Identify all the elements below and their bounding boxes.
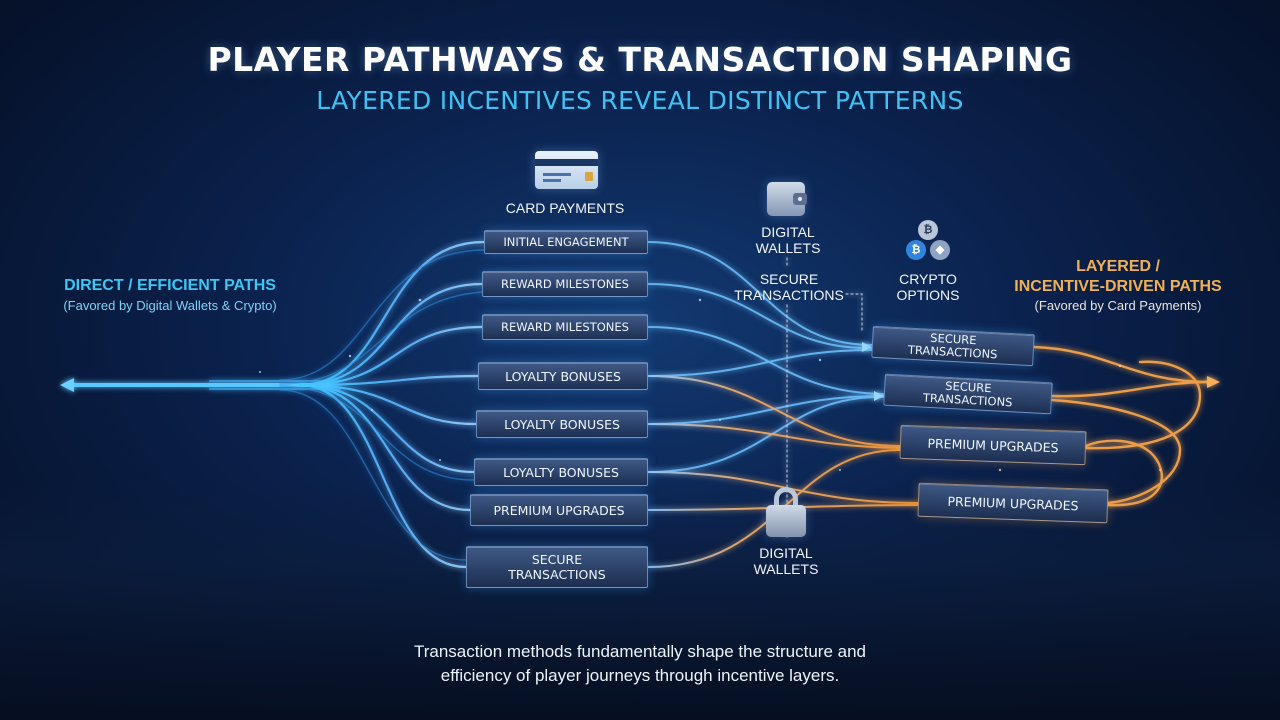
page-title: PLAYER PATHWAYS & TRANSACTION SHAPING — [207, 40, 1073, 79]
label-line: SECURE — [759, 271, 819, 287]
branch-path — [298, 282, 484, 387]
stage-box-premium-upgrades-right: PREMIUM UPGRADES — [899, 424, 1087, 466]
branch-path — [298, 383, 478, 426]
branch-path — [298, 240, 486, 387]
branch-path — [298, 383, 472, 512]
box-line: SECURE — [531, 552, 583, 567]
right-panel-title-line2: INCENTIVE-DRIVEN PATHS — [1014, 278, 1222, 295]
right-panel-title-line1: LAYERED / — [1076, 258, 1160, 275]
branch-path — [279, 249, 485, 381]
loop-path — [1084, 439, 1163, 507]
caption-line: Transaction methods fundamentally shape … — [413, 642, 867, 661]
lock-icon — [766, 487, 806, 537]
stage-box-loyalty-bonuses: LOYALTY BONUSES — [476, 410, 648, 438]
label-line: DIGITAL — [761, 224, 815, 240]
loop-path — [1050, 380, 1212, 398]
box-line: TRANSACTIONS — [922, 390, 1013, 410]
secure-transactions-label: SECURE TRANSACTIONS — [726, 271, 852, 303]
digital-wallets-label-top: DIGITAL WALLETS — [740, 224, 836, 256]
caption-line: efficiency of player journeys through in… — [440, 666, 840, 685]
caption: Transaction methods fundamentally shape … — [340, 640, 940, 688]
label-line: WALLETS — [755, 240, 821, 256]
right-panel-title: LAYERED / INCENTIVE-DRIVEN PATHS — [1000, 257, 1236, 297]
cross-path — [647, 375, 901, 447]
loop-path — [1084, 360, 1202, 450]
digital-wallets-label-bottom: DIGITAL WALLETS — [738, 545, 834, 577]
branch-path — [279, 389, 467, 561]
left-arrowhead — [60, 378, 74, 392]
stage-box-secure-transactions: SECURE TRANSACTIONS — [466, 546, 648, 588]
stage-box-reward-milestones: REWARD MILESTONES — [482, 271, 648, 297]
page-subtitle: LAYERED INCENTIVES REVEAL DISTINCT PATTE… — [316, 86, 964, 115]
bitcoin-coin-icon: ₿ — [918, 220, 938, 240]
loop-path — [1050, 398, 1182, 505]
branch-path — [279, 291, 483, 385]
loop-path — [1032, 345, 1212, 384]
right-arrowhead — [1207, 376, 1220, 388]
cross-path — [647, 326, 885, 395]
crypto-options-label: CRYPTO OPTIONS — [878, 271, 978, 303]
branch-path — [298, 383, 476, 474]
stage-box-premium-upgrades-right: PREMIUM UPGRADES — [917, 482, 1109, 524]
branch-path — [298, 374, 480, 387]
box-line: TRANSACTIONS — [907, 342, 998, 362]
left-panel-subtitle: (Favored by Digital Wallets & Crypto) — [63, 298, 277, 313]
stage-box-initial-engagement: INITIAL ENGAGEMENT — [484, 230, 648, 254]
wallet-icon — [767, 182, 807, 216]
stage-box-loyalty-bonuses: LOYALTY BONUSES — [474, 458, 648, 486]
stage-box-loyalty-bonuses: LOYALTY BONUSES — [478, 362, 648, 390]
arrowhead — [862, 342, 872, 352]
branch-path — [298, 383, 468, 569]
cross-path — [647, 395, 885, 425]
bitcoin-coin-icon: ₿ — [906, 240, 926, 260]
ethereum-coin-icon: ◆ — [930, 240, 950, 260]
label-line: TRANSACTIONS — [734, 287, 844, 303]
cross-path — [647, 349, 873, 377]
branch-path — [279, 385, 475, 481]
branch-path — [298, 325, 484, 387]
label-line: WALLETS — [753, 561, 819, 577]
label-line: OPTIONS — [896, 287, 960, 303]
right-panel-subtitle: (Favored by Card Payments) — [1034, 298, 1202, 313]
cross-path — [647, 241, 873, 346]
stage-box-reward-milestones: REWARD MILESTONES — [482, 314, 648, 340]
stage-box-premium-upgrades: PREMIUM UPGRADES — [470, 494, 648, 526]
box-line: TRANSACTIONS — [508, 567, 606, 582]
credit-card-icon — [535, 151, 598, 189]
connector-dotted — [845, 293, 863, 331]
card-payments-label: CARD PAYMENTS — [505, 200, 625, 216]
left-panel-title: DIRECT / EFFICIENT PATHS — [64, 277, 276, 294]
cross-path — [647, 283, 873, 350]
cross-path — [647, 423, 901, 449]
label-line: DIGITAL — [759, 545, 813, 561]
label-line: CRYPTO — [899, 271, 957, 287]
arrowhead — [874, 391, 884, 401]
